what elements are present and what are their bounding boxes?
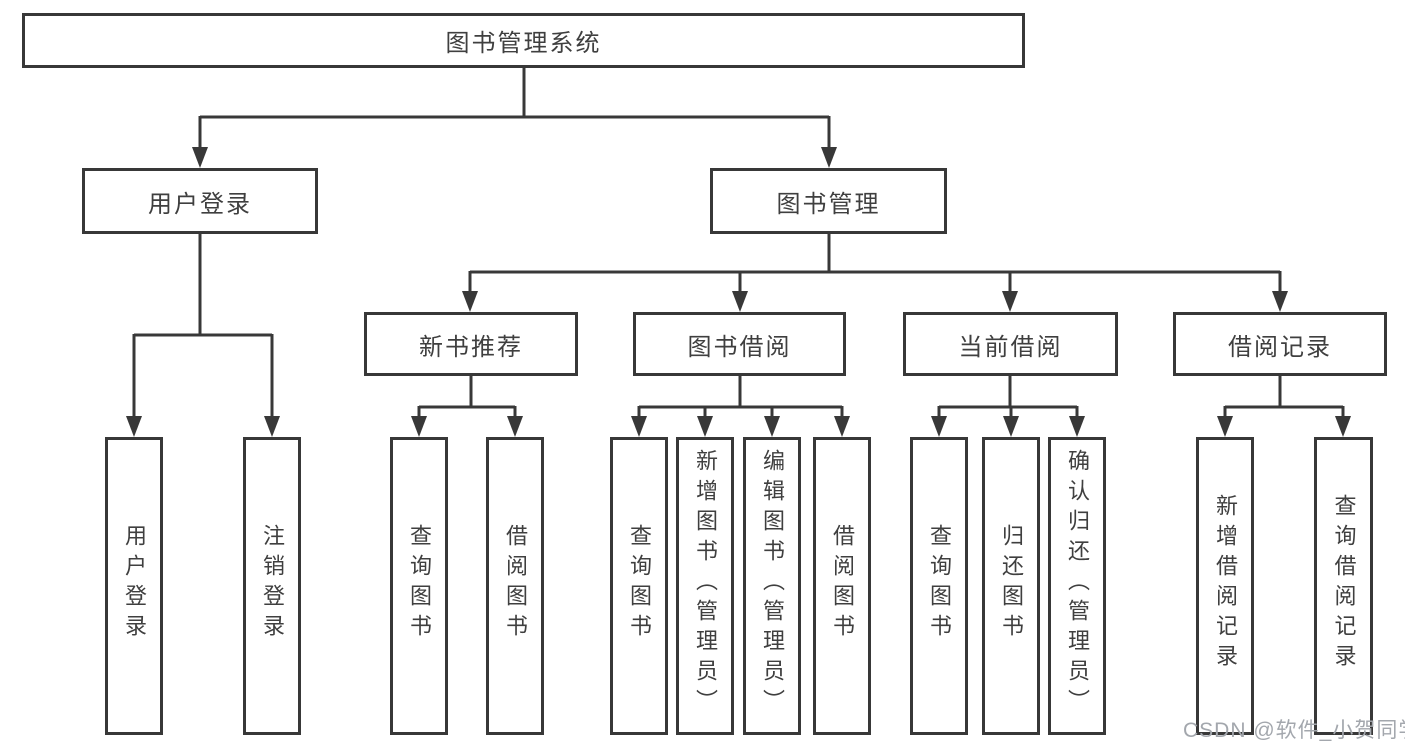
node-library-management-system: 图书管理系统 [22,13,1025,68]
node-borrowing-records: 借阅记录 [1173,312,1387,376]
leaf-query-books-recommend: 查询图书 [390,437,448,735]
leaf-add-books-admin: 新增图书（管理员） [676,437,734,735]
leaf-query-borrow-record: 查询借阅记录 [1314,437,1373,735]
leaf-query-books-borrowing: 查询图书 [610,437,668,735]
leaf-borrow-books: 借阅图书 [813,437,871,735]
leaf-label: 借阅图书 [503,524,528,644]
leaf-label: 查询图书 [407,524,432,644]
node-book-borrowing: 图书借阅 [633,312,846,376]
leaf-label: 查询图书 [927,524,952,644]
leaf-label: 查询图书 [627,524,652,644]
leaf-return-books: 归还图书 [982,437,1040,735]
node-book-management: 图书管理 [710,168,947,234]
leaf-label: 新增借阅记录 [1213,494,1238,674]
leaf-label: 借阅图书 [830,524,855,644]
leaf-confirm-return-admin: 确认归还（管理员） [1048,437,1106,735]
leaf-label: 归还图书 [999,524,1024,644]
node-new-book-recommendation: 新书推荐 [364,312,578,376]
leaf-user-login: 用户登录 [105,437,163,735]
leaf-borrow-books-recommend: 借阅图书 [486,437,544,735]
leaf-label: 用户登录 [122,524,147,644]
leaf-label: 查询借阅记录 [1331,494,1357,674]
node-current-borrowing: 当前借阅 [903,312,1118,376]
leaf-query-books-current: 查询图书 [910,437,968,735]
leaf-label: 编辑图书（管理员） [760,449,785,719]
node-user-login: 用户登录 [82,168,318,234]
leaf-add-borrow-record: 新增借阅记录 [1196,437,1254,735]
leaf-logout: 注销登录 [243,437,301,735]
leaf-label: 新增图书（管理员） [693,449,718,719]
leaf-edit-books-admin: 编辑图书（管理员） [743,437,801,735]
leaf-label: 确认归还（管理员） [1065,449,1090,719]
leaf-label: 注销登录 [260,524,285,644]
watermark-text: CSDN @软件_小贺同学 [1183,719,1405,742]
